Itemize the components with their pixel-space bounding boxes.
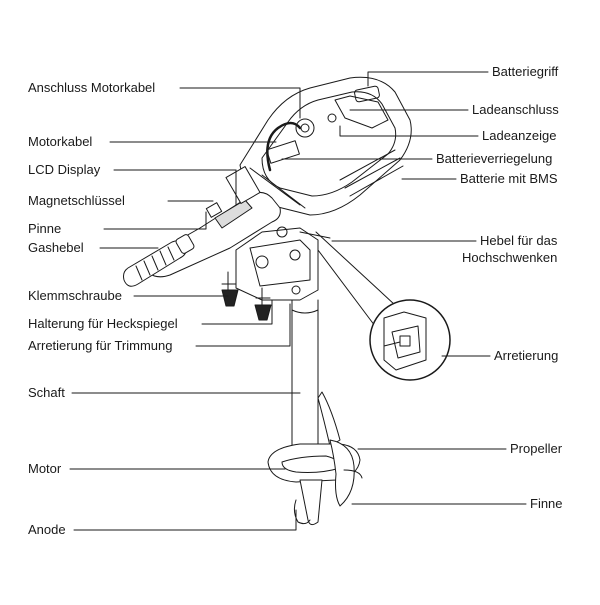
label-batterie-bms: Batterie mit BMS <box>460 171 558 186</box>
label-motorkabel: Motorkabel <box>28 134 93 149</box>
label-anode: Anode <box>28 522 66 537</box>
label-pinne: Pinne <box>28 221 62 236</box>
throttle-grip <box>123 234 195 287</box>
leader-lines <box>69 71 527 531</box>
label-klemmschraube: Klemmschraube <box>28 288 122 303</box>
label-arretierung-trimmung: Arretierung für Trimmung <box>28 338 173 353</box>
label-propeller: Propeller <box>510 441 563 456</box>
label-ladeanschluss: Ladeanschluss <box>472 102 559 117</box>
motor-cable <box>266 121 302 172</box>
lower-unit <box>267 391 363 526</box>
shaft <box>291 299 319 456</box>
label-batteriegriff: Batteriegriff <box>492 64 559 79</box>
clamp-screws <box>221 271 272 321</box>
label-hebel-line2: Hochschwenken <box>462 250 558 265</box>
label-anschluss-motorkabel: Anschluss Motorkabel <box>28 80 156 95</box>
label-ladeanzeige: Ladeanzeige <box>482 128 557 143</box>
label-arretierung: Arretierung <box>494 348 559 363</box>
label-schaft: Schaft <box>28 385 65 400</box>
label-hebel-line1: Hebel für das <box>480 233 558 248</box>
battery-housing <box>239 76 412 216</box>
detail-magnifier <box>315 231 451 381</box>
label-magnetschluessel: Magnetschlüssel <box>28 193 125 208</box>
label-lcd-display: LCD Display <box>28 162 101 177</box>
label-gashebel: Gashebel <box>28 240 84 255</box>
transom-bracket <box>235 226 331 301</box>
label-halterung-heckspiegel: Halterung für Heckspiegel <box>28 316 178 331</box>
label-finne: Finne <box>530 496 563 511</box>
label-batterieverriegelung: Batterieverriegelung <box>436 151 553 166</box>
label-motor: Motor <box>28 461 62 476</box>
